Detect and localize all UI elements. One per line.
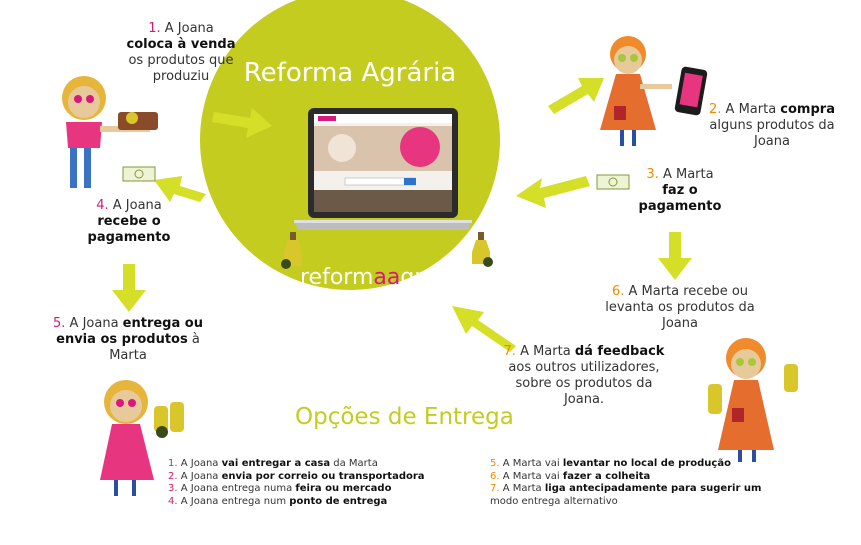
banknote-icon <box>122 166 156 182</box>
list-item: 6. A Marta vai fazer a colheita <box>490 470 651 482</box>
circle-title: Reforma Agrária <box>243 58 457 88</box>
delivery-title: Opções de Entrega <box>295 404 514 430</box>
marta-delivery-options: 5. A Marta vai levantar no local de prod… <box>490 458 761 508</box>
laptop-icon <box>294 108 472 230</box>
step-2: 2. A Marta compra alguns produtos da Joa… <box>709 102 835 149</box>
step-7: 7. A Marta dá feedback aos outros utiliz… <box>503 344 665 407</box>
marta-figure <box>708 338 798 462</box>
site-url[interactable]: reformaagraria.pt <box>300 265 496 290</box>
list-item: 5. A Marta vai levantar no local de prod… <box>490 458 731 469</box>
banknote-icon <box>596 174 630 190</box>
list-item: 2. A Joana envia por correio ou transpor… <box>168 470 425 482</box>
marta-figure <box>600 36 672 146</box>
list-item: 1. A Joana vai entregar a casa da Marta <box>168 458 378 469</box>
step-5: 5. A Joana entrega ou envia os produtos … <box>53 316 203 363</box>
arrow-icon <box>452 306 516 352</box>
arrow-icon <box>154 176 206 202</box>
arrow-icon <box>548 78 604 114</box>
arrow-icon <box>112 264 146 312</box>
joana-figure <box>62 76 158 188</box>
step-6: 6. A Marta recebe ou levanta os produtos… <box>605 284 755 331</box>
phone-icon <box>674 66 708 116</box>
step-3: 3. A Marta faz o pagamento <box>638 167 722 214</box>
joana-figure <box>100 380 184 496</box>
arrow-icon <box>516 176 590 208</box>
step-4: 4. A Joana recebe o pagamento <box>87 198 171 245</box>
step-1: 1. A Joana coloca à venda os produtos qu… <box>126 21 236 84</box>
arrow-icon <box>658 232 692 280</box>
oil-bottle-icon <box>472 232 493 267</box>
oil-bottle-icon <box>281 232 302 269</box>
arrow-icon <box>212 108 272 138</box>
list-item: 4. A Joana entrega num ponto de entrega <box>168 495 388 507</box>
list-item: 3. A Joana entrega numa feira ou mercado <box>168 483 392 494</box>
joana-delivery-options: 1. A Joana vai entregar a casa da Marta … <box>168 458 425 508</box>
list-item: 7. A Marta liga antecipadamente para sug… <box>490 483 762 507</box>
